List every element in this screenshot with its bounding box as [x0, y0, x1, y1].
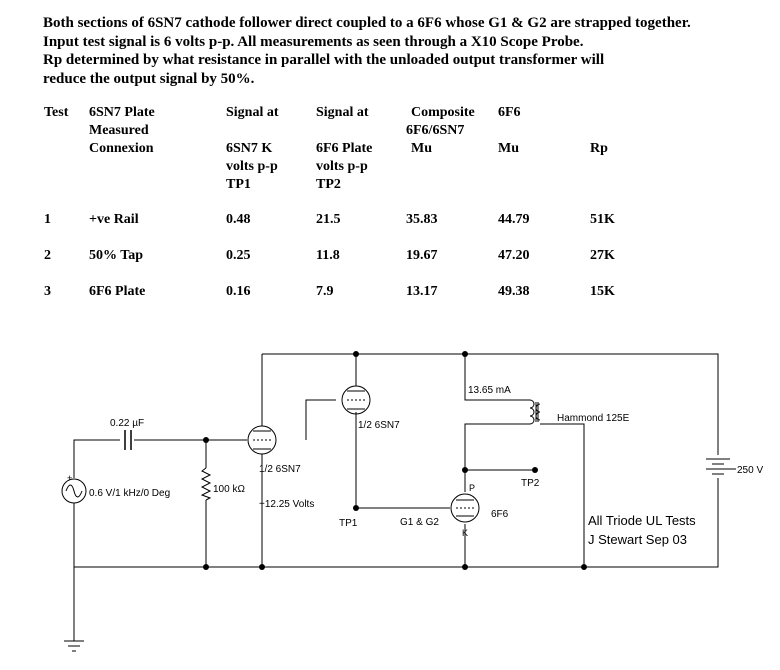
header-6f6-mu: Mu: [498, 141, 519, 156]
junction-dot: [203, 564, 209, 570]
table-cell: 11.8: [316, 248, 340, 263]
ac-source-symbol: [61, 478, 87, 504]
wires: [73, 353, 719, 641]
intro-line: Input test signal is 6 volts p-p. All me…: [43, 33, 584, 50]
header-signal-k: volts p-p: [226, 159, 278, 174]
header-signal-plate: volts p-p: [316, 159, 368, 174]
table-cell: 0.48: [226, 212, 251, 227]
tp2-label: TP2: [521, 478, 540, 489]
header-plate: Measured: [89, 123, 149, 138]
intro-text: Both sections of 6SN7 cathode follower d…: [43, 14, 691, 88]
transformer-label: Hammond 125E: [557, 413, 630, 424]
table-cell: 1: [44, 212, 51, 227]
tp1-dot: [353, 505, 359, 511]
table-cell: 15K: [590, 284, 615, 299]
pin-k-label: K: [462, 528, 468, 538]
table-cell: 2: [44, 248, 51, 263]
measurement-table: Test 6SN7 Plate Measured Connexion Signa…: [0, 0, 780, 320]
tube1-symbol: [247, 425, 277, 455]
header-signal-plate: TP2: [316, 177, 341, 192]
table-cell: 21.5: [316, 212, 341, 227]
table-cell: 0.25: [226, 248, 251, 263]
intro-line: Rp determined by what resistance in para…: [43, 52, 605, 69]
intro-line: Both sections of 6SN7 cathode follower d…: [43, 15, 691, 31]
resistor-label: 100 kΩ: [213, 484, 245, 495]
table-cell: 3: [44, 284, 51, 299]
tube3-symbol: [450, 493, 480, 523]
header-signal-k: 6SN7 K: [226, 141, 273, 156]
tube2-label: 1/2 6SN7: [358, 420, 400, 431]
table-cell: 13.17: [406, 284, 438, 299]
credit-line-2: J Stewart Sep 03: [588, 532, 687, 547]
junction-dots: [203, 351, 587, 570]
capacitor-label: 0.22 µF: [110, 418, 144, 429]
resistor-symbol: [200, 467, 212, 501]
table-cell: 51K: [590, 212, 615, 227]
table-cell: 35.83: [406, 212, 438, 227]
header-composite-mu: 6F6/6SN7: [406, 123, 465, 138]
supply-label: 250 V: [737, 465, 763, 476]
tube1-label: 1/2 6SN7: [259, 464, 301, 475]
capacitor-symbol: [124, 430, 132, 450]
header-plate: 6SN7 Plate: [89, 105, 155, 120]
junction-dot: [353, 351, 359, 357]
header-signal-plate: Signal at: [316, 105, 369, 120]
intro-line: reduce the output signal by 50%.: [43, 70, 255, 87]
junction-dot: [581, 564, 587, 570]
header-signal-k: TP1: [226, 177, 251, 192]
cathode-voltage-label: +12.25 Volts: [259, 499, 314, 510]
header-composite-mu: Composite: [411, 105, 475, 120]
table-cell: 27K: [590, 248, 615, 263]
tp2-dot: [532, 467, 538, 473]
current-label: 13.65 mA: [468, 385, 511, 396]
battery-symbol: [706, 458, 730, 475]
table-cell: 47.20: [498, 248, 530, 263]
header-plate: Connexion: [89, 141, 154, 156]
table-cell: 50% Tap: [89, 248, 144, 263]
tube2-symbol: [341, 385, 371, 415]
table-cell: +ve Rail: [89, 212, 139, 227]
table-cell: 19.67: [406, 248, 438, 263]
header-rp: Rp: [590, 141, 608, 156]
table-cell: 49.38: [498, 284, 530, 299]
junction-dot: [462, 467, 468, 473]
tp1-label: TP1: [339, 518, 358, 529]
header-signal-k: Signal at: [226, 105, 279, 120]
junction-dot: [462, 564, 468, 570]
junction-dot: [203, 437, 209, 443]
header-signal-plate: 6F6 Plate: [316, 141, 373, 156]
table-cell: 44.79: [498, 212, 530, 227]
header-composite-mu: Mu: [411, 141, 432, 156]
header-6f6-mu: 6F6: [498, 105, 521, 120]
junction-dot: [259, 564, 265, 570]
junction-dot: [462, 351, 468, 357]
credit-line-1: All Triode UL Tests: [588, 513, 696, 528]
table-cell: 6F6 Plate: [89, 284, 146, 299]
g1g2-label: G1 & G2: [400, 517, 439, 528]
pin-p-label: P: [469, 483, 475, 493]
header-test: Test: [44, 105, 69, 120]
transformer-symbol: [529, 399, 541, 425]
table-cell: 7.9: [316, 284, 334, 299]
source-plus-sign: +: [67, 473, 72, 483]
ground-symbol: [64, 640, 84, 652]
tube3-label: 6F6: [491, 509, 509, 520]
table-cell: 0.16: [226, 284, 251, 299]
source-label: 0.6 V/1 kHz/0 Deg: [89, 488, 170, 499]
